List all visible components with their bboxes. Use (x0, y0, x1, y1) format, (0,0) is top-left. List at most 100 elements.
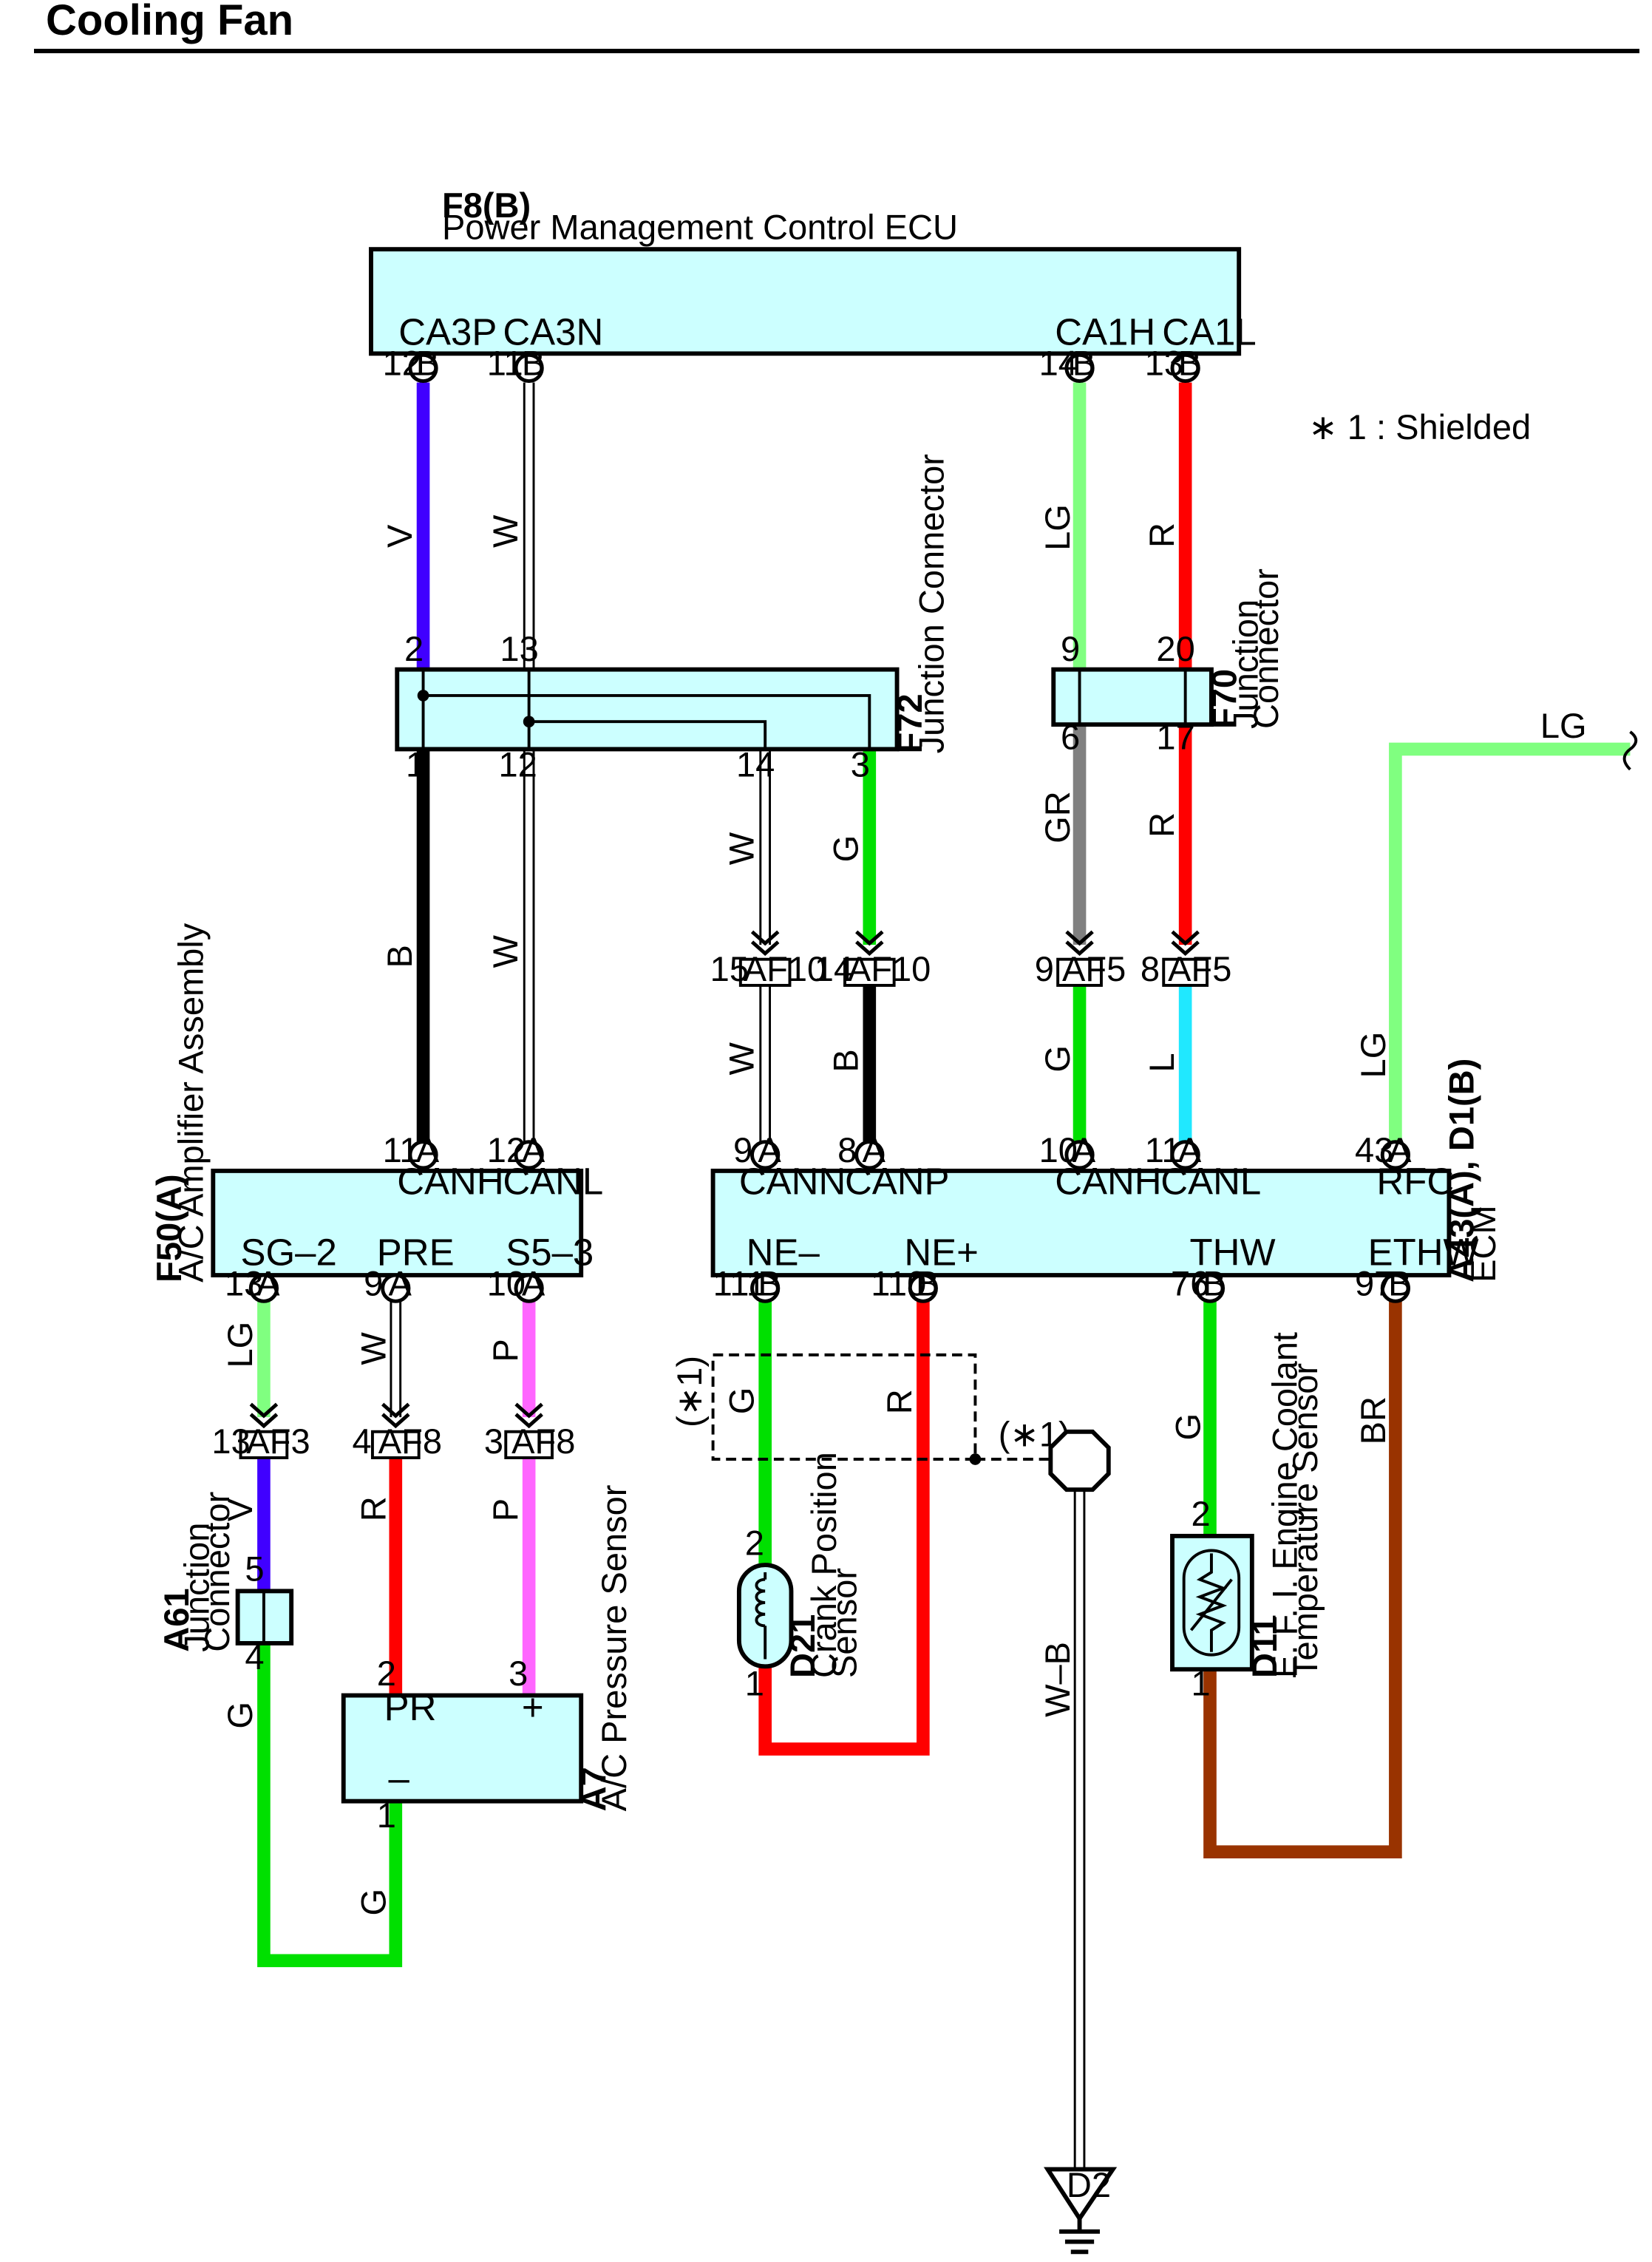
a7-pin-label: – (388, 1757, 409, 1799)
svg-text:R: R (1142, 523, 1181, 548)
svg-text:A: A (522, 1130, 545, 1169)
pm-pin-label: CA1L (1162, 311, 1256, 353)
d21-name: Crank Position (804, 1452, 843, 1678)
svg-text:B: B (522, 344, 545, 383)
f72-pin: 3 (851, 745, 870, 784)
svg-text:AF5: AF5 (1062, 949, 1126, 988)
a7-pin-label: PR (384, 1686, 437, 1728)
wire-color-codes: V W LG R B W W G GR R LG LG W B G L LG W… (220, 504, 1586, 1915)
f72-name: Junction Connector (911, 454, 951, 753)
a61-name: Connector (197, 1492, 237, 1652)
svg-text:13: 13 (225, 1263, 263, 1302)
pm-pin-label: CA3N (503, 311, 603, 353)
ground-icon (1059, 2218, 1100, 2255)
inline-connectors: AF10 15 AF10 14 AF5 9 AF5 8 AF3 13 AF8 4… (211, 949, 1231, 1461)
f70-pin: 6 (1061, 717, 1080, 756)
svg-text:R: R (1142, 812, 1181, 838)
svg-text:A: A (1388, 1130, 1412, 1169)
coil-icon (755, 1577, 766, 1628)
ac-amp-pin-label: CANL (503, 1160, 603, 1202)
svg-text:9: 9 (733, 1130, 752, 1169)
a7-name: A/C Pressure Sensor (594, 1485, 633, 1812)
pm-ecu-code: F8(B) (442, 186, 531, 225)
svg-text:V: V (380, 524, 419, 548)
svg-text:8: 8 (1141, 949, 1160, 988)
svg-text:11: 11 (383, 1130, 419, 1169)
svg-text:43: 43 (1355, 1130, 1393, 1169)
svg-text:W: W (486, 514, 525, 548)
f72-internal (421, 669, 871, 750)
shield-note: ∗ 1 : Shielded (1308, 407, 1531, 446)
svg-text:W: W (721, 832, 761, 865)
d21-name: Sensor (825, 1568, 864, 1678)
a61-pin: 5 (245, 1549, 264, 1589)
ac-amp-pin-label: S5–3 (506, 1231, 594, 1273)
ecm-pins: A 9 A 8 A 10 A 11 A 43 B 111 B 110 B 76 … (713, 1130, 1412, 1303)
svg-text:A: A (1178, 1130, 1202, 1169)
svg-text:B: B (1388, 1263, 1411, 1302)
svg-text:11: 11 (1145, 1130, 1181, 1169)
svg-text:LG: LG (1353, 1032, 1393, 1079)
a61-code: A61 (157, 1588, 196, 1651)
svg-text:LG: LG (1540, 706, 1587, 745)
svg-text:13: 13 (1145, 344, 1183, 383)
ac-amp-pin-label: SG–2 (241, 1231, 337, 1273)
f70-pin: 9 (1061, 629, 1080, 668)
ecm-pin-label: NE+ (904, 1231, 979, 1273)
svg-text:AF3: AF3 (246, 1422, 310, 1461)
d21-pin: 2 (745, 1523, 764, 1562)
inline-chevrons (249, 930, 1200, 1429)
ground-triangle (1044, 2167, 1118, 2223)
svg-text:B: B (826, 1049, 866, 1072)
svg-text:BR: BR (1353, 1396, 1393, 1444)
svg-text:3: 3 (484, 1422, 503, 1461)
svg-text:B: B (758, 1263, 781, 1302)
wire-ethw (1203, 1301, 1402, 1859)
ecm-pin-label: THW (1190, 1231, 1276, 1273)
pm-pin-label: CA1H (1055, 311, 1155, 353)
f70-pin: 17 (1156, 717, 1194, 756)
f70-name: Junction (1226, 600, 1265, 729)
svg-text:AF8: AF8 (378, 1422, 442, 1461)
wires (257, 382, 1631, 2170)
svg-text:P: P (486, 1498, 525, 1521)
ecm-code: A43(A), D1(B) (1442, 1059, 1481, 1283)
svg-text:8: 8 (837, 1130, 857, 1169)
svg-text:R: R (880, 1389, 919, 1414)
ac-amp-code: F50(A) (149, 1175, 188, 1283)
ecm-pin-label: ETHW (1368, 1231, 1479, 1273)
wire-a61-a7 (257, 1643, 403, 1968)
ac-amp-box (211, 1168, 584, 1277)
shield-node (969, 1453, 982, 1465)
ecm-pin-label: CANN (739, 1160, 846, 1202)
title-rule (34, 49, 1639, 53)
svg-text:10: 10 (487, 1263, 526, 1302)
a7-code: A7 (574, 1767, 613, 1811)
svg-text:B: B (416, 344, 439, 383)
shield-box (711, 1353, 977, 1461)
svg-text:97: 97 (1355, 1263, 1393, 1302)
svg-text:A: A (1073, 1130, 1096, 1169)
d21-code: D21 (783, 1614, 822, 1678)
svg-text:A: A (416, 1130, 440, 1169)
svg-text:4: 4 (352, 1422, 371, 1461)
svg-text:9: 9 (364, 1263, 383, 1302)
svg-text:A: A (256, 1263, 280, 1302)
f72-box (395, 667, 900, 752)
pm-ecu-box (369, 247, 1242, 356)
svg-text:AF10: AF10 (744, 949, 826, 988)
f72-pin: 12 (498, 745, 537, 784)
a7-pin: 1 (377, 1796, 396, 1835)
a61-name: Junction (177, 1523, 216, 1652)
a61-pin: 4 (245, 1637, 264, 1677)
pm-pins: B 12 B 11 B 14 B 13 (383, 344, 1201, 384)
svg-text:R: R (354, 1496, 393, 1521)
wire-ne-plus (758, 1301, 930, 1756)
svg-text:A: A (863, 1130, 886, 1169)
f70-code: F70 (1204, 669, 1243, 729)
svg-text:AF10: AF10 (848, 949, 931, 988)
svg-text:LG: LG (1038, 504, 1077, 551)
svg-text:B: B (380, 945, 419, 968)
svg-text:G: G (1038, 1045, 1077, 1073)
